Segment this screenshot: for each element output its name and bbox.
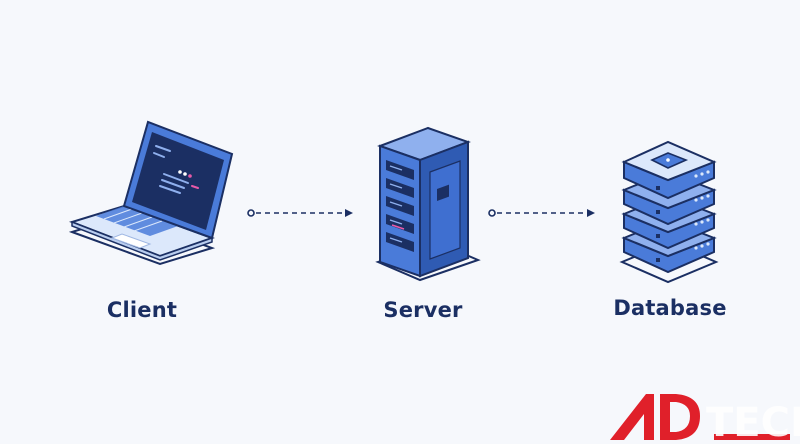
server-rack-icon bbox=[375, 126, 481, 282]
client-label: Client bbox=[106, 298, 178, 322]
server-label: Server bbox=[383, 298, 463, 322]
svg-text:TECH: TECH bbox=[706, 400, 800, 444]
database-stack-icon bbox=[619, 140, 719, 284]
laptop-icon bbox=[68, 120, 234, 266]
database-label: Database bbox=[613, 296, 727, 320]
adtech-watermark-logo: TECH bbox=[610, 394, 800, 444]
connector-server-database bbox=[488, 209, 595, 217]
connector-client-server bbox=[247, 209, 353, 217]
